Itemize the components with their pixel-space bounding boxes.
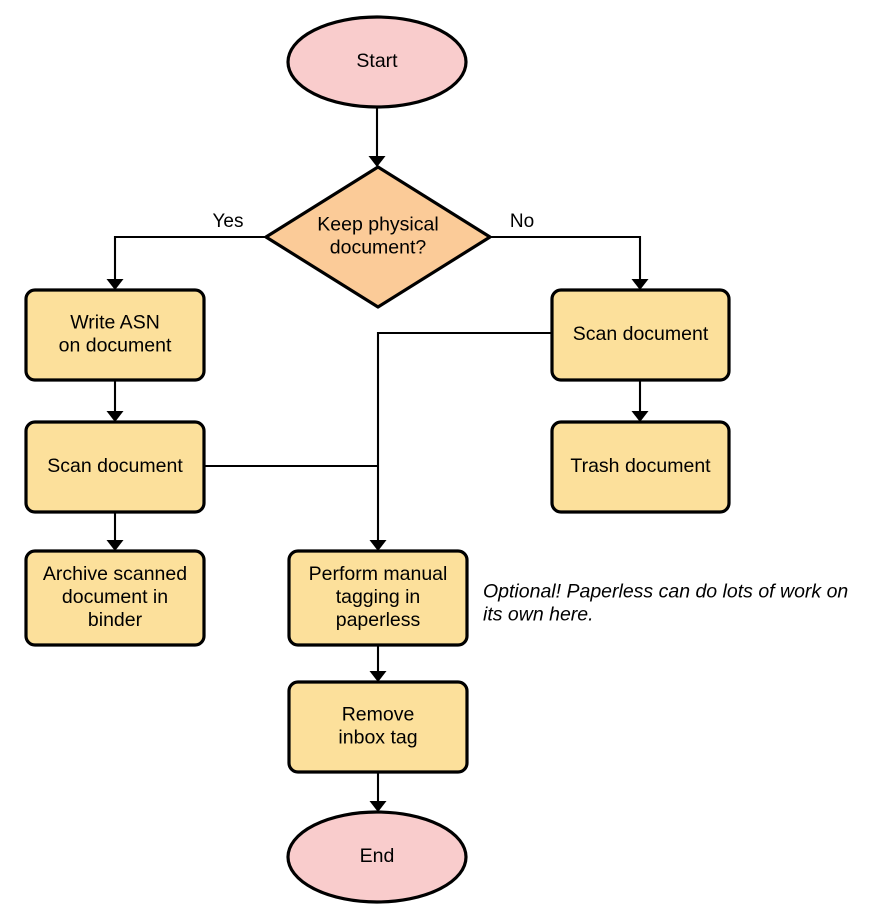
process-shape: [24, 288, 206, 382]
node-label-scan-document-left: Scan document: [47, 455, 183, 477]
node-trash-document[interactable]: Trash document: [550, 420, 731, 514]
edge-write-asn-to-scan-document-left: [106, 380, 124, 422]
edge-path: [113, 235, 266, 283]
process-shape: [550, 288, 731, 382]
process-shape: [550, 420, 731, 514]
arrowhead-icon: [631, 279, 649, 290]
process-shape: [287, 680, 469, 774]
node-end[interactable]: End: [286, 810, 468, 904]
arrowhead-icon: [106, 540, 124, 551]
edge-start-to-decision: [368, 107, 386, 167]
terminator-shape: [286, 810, 468, 904]
edge-scan-document-right-to-trash: [631, 380, 649, 422]
edge-decision-yes-to-write-asn: Yes: [106, 211, 266, 290]
node-scan-document-right[interactable]: Scan document: [550, 288, 731, 382]
edge-path: [376, 331, 552, 544]
edge-path: [490, 235, 642, 283]
process-shape: [24, 549, 206, 647]
annotations-layer: Optional! Paperless can do lots of work …: [483, 581, 848, 626]
arrowhead-icon: [368, 156, 386, 167]
arrowhead-icon: [369, 671, 387, 682]
edge-tagging-to-remove-inbox-tag: [369, 645, 387, 682]
arrowhead-icon: [631, 411, 649, 422]
node-label-start: Start: [356, 50, 398, 72]
node-label-trash-document: Trash document: [570, 455, 711, 477]
edge-label-decision-yes-to-write-asn: Yes: [213, 211, 244, 232]
edge-remove-inbox-tag-to-end: [369, 772, 387, 812]
edge-scan-document-left-to-archive: [106, 512, 124, 551]
node-label-scan-document-right: Scan document: [573, 323, 709, 345]
arrowhead-icon: [106, 411, 124, 422]
process-shape: [287, 549, 469, 647]
edge-decision-no-to-scan-document-right: No: [490, 211, 649, 290]
node-label-end: End: [360, 845, 395, 867]
terminator-shape: [286, 15, 468, 109]
node-scan-document-left[interactable]: Scan document: [24, 420, 206, 514]
annotation-optional-note: Optional! Paperless can do lots of work …: [483, 581, 848, 626]
decision-shape: [264, 165, 492, 309]
process-shape: [24, 420, 206, 514]
arrowhead-icon: [106, 279, 124, 290]
edge-scan-document-right-to-tagging: [369, 331, 552, 551]
node-start[interactable]: Start: [286, 15, 468, 109]
arrowhead-icon: [369, 540, 387, 551]
edges-layer: Yes No: [106, 107, 649, 812]
edge-label-decision-no-to-scan-document-right: No: [510, 211, 534, 232]
arrowhead-icon: [369, 801, 387, 812]
annotation-text-optional-note: Optional! Paperless can do lots of work …: [483, 581, 848, 626]
